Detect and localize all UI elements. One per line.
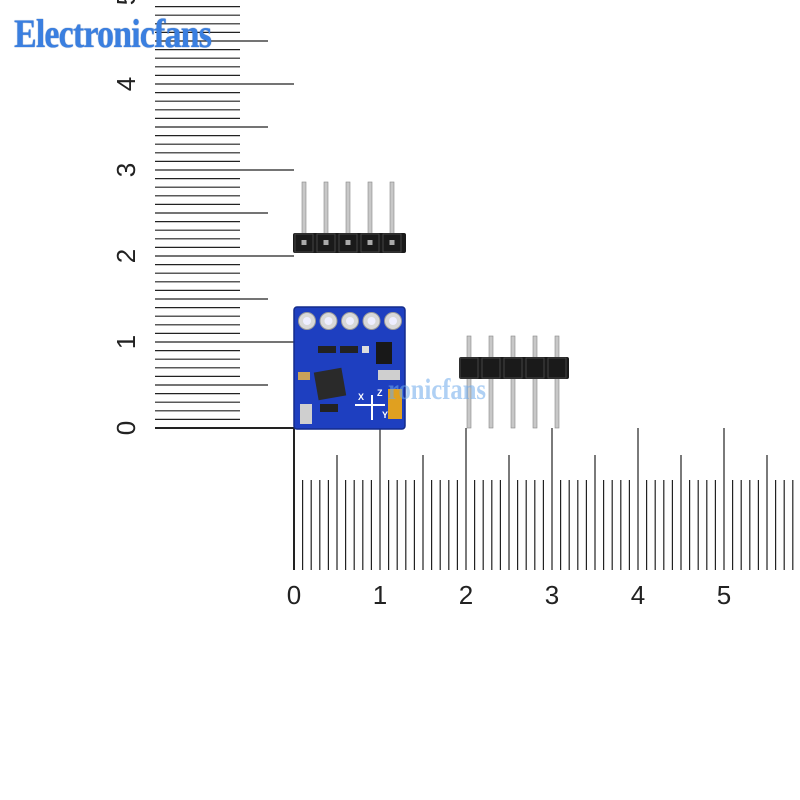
horizontal-ruler-label: 5	[717, 580, 731, 610]
board-pad-hole	[324, 317, 333, 325]
vertical-ruler-label: 3	[111, 163, 141, 177]
header-block	[547, 357, 567, 379]
header-block	[503, 357, 523, 379]
header-pin	[554, 335, 560, 429]
header-pin	[488, 335, 494, 429]
horizontal-ruler-label: 2	[459, 580, 473, 610]
vertical-ruler-label: 5	[111, 0, 141, 5]
header-block	[294, 233, 314, 253]
axis-letter: Z	[377, 388, 383, 398]
vertical-ruler-label: 1	[111, 335, 141, 349]
header-block	[360, 233, 380, 253]
horizontal-ruler-label: 1	[373, 580, 387, 610]
header-pin-tip	[367, 240, 373, 245]
header-block	[459, 357, 479, 379]
axis-letter: Y	[382, 410, 388, 420]
header-pin	[466, 335, 472, 429]
header-block	[382, 233, 402, 253]
header-pin-tip	[345, 240, 351, 245]
horizontal-ruler: 0 1 2 3 4 5	[287, 428, 794, 610]
brand-watermark: ronicfans	[388, 373, 486, 406]
header-block	[338, 233, 358, 253]
header-pin	[301, 181, 307, 237]
header-pin-tip	[323, 240, 329, 245]
vertical-ruler-label: 2	[111, 249, 141, 263]
vertical-ruler-label: 0	[111, 421, 141, 435]
header-block	[316, 233, 336, 253]
header-block	[481, 357, 501, 379]
sensor-module-board: X Y Z	[293, 306, 406, 430]
board-pad-hole	[346, 317, 354, 325]
horizontal-ruler-label: 3	[545, 580, 559, 610]
vertical-ruler-label: 4	[111, 77, 141, 91]
header-vertical-pins-up	[293, 181, 406, 253]
header-pin-tip	[389, 240, 395, 245]
header-block	[525, 357, 545, 379]
header-pin	[323, 181, 329, 237]
brand-logo: Electronicfans	[14, 11, 212, 56]
horizontal-ruler-label: 4	[631, 580, 645, 610]
header-pin	[367, 181, 373, 237]
board-pad-hole	[303, 317, 311, 325]
board-pad-hole	[389, 317, 397, 325]
header-pin-tip	[301, 240, 307, 245]
header-vertical-pins-down	[459, 335, 569, 429]
header-pin	[532, 335, 538, 429]
header-pin	[389, 181, 395, 237]
board-pad-hole	[367, 317, 376, 325]
header-pin	[345, 181, 351, 237]
horizontal-ruler-label: 0	[287, 580, 301, 610]
vertical-ruler: 0 1 2 3 4 5	[111, 0, 295, 435]
axis-letter: X	[358, 392, 364, 402]
header-pin	[510, 335, 516, 429]
